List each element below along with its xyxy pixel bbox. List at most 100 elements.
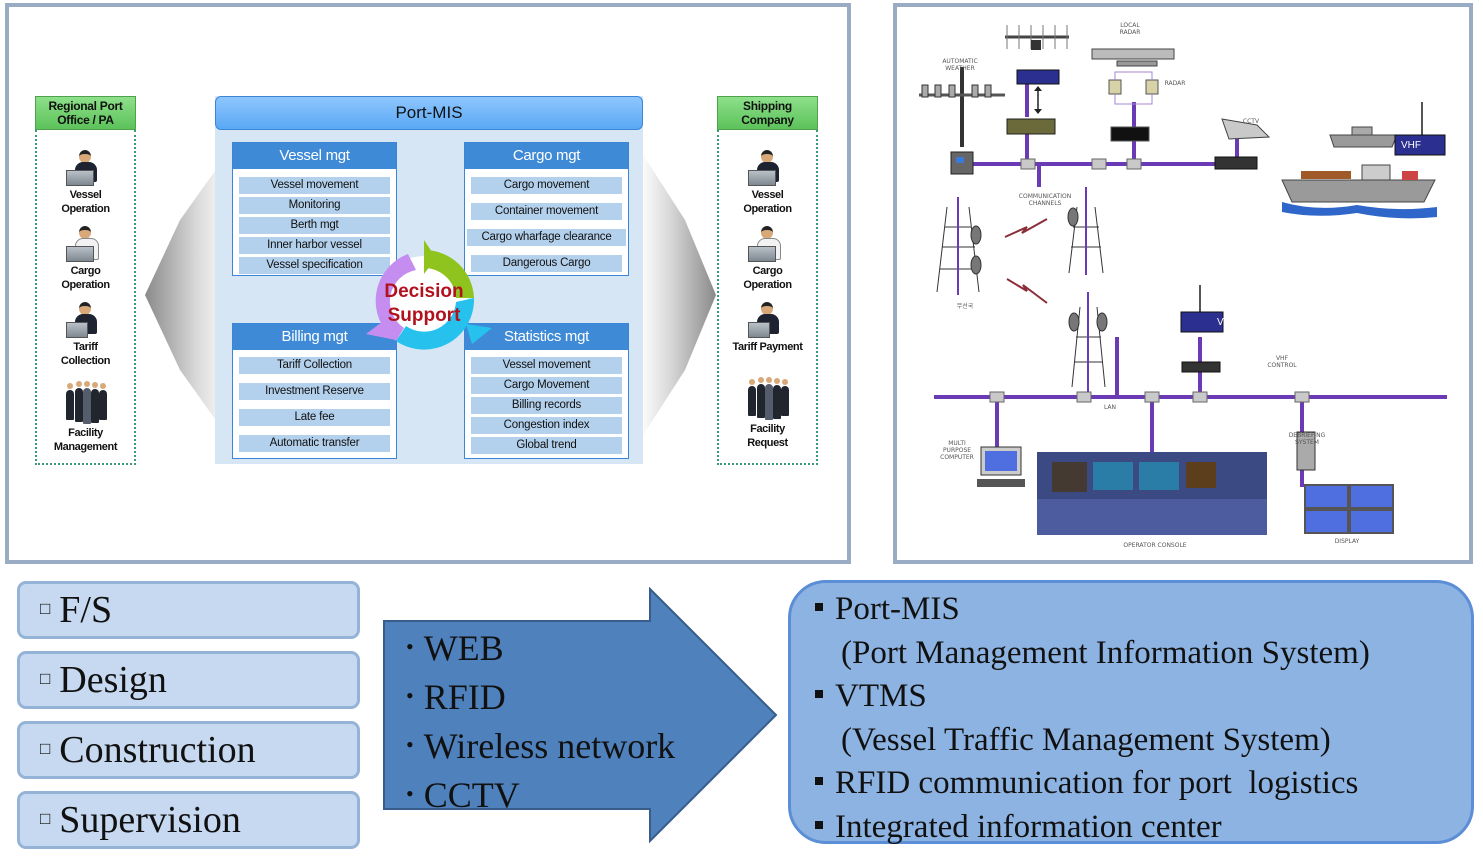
technology-item: • WEB: [406, 626, 675, 675]
technology-list: • WEB •RFID • Wireless network •CCTV: [406, 626, 675, 822]
module-item: Monitoring: [239, 197, 390, 214]
deliverables-box: Port-MIS (Port Management Information Sy…: [788, 580, 1474, 845]
technology-label: Wireless network: [423, 726, 676, 766]
module-title: Billing mgt: [233, 324, 396, 350]
person-phone-icon: [747, 302, 788, 338]
debriefing-system-label: DEBRIEFING SYSTEM: [1288, 432, 1326, 446]
wireless-link-icon: [1006, 278, 1048, 304]
person-phone-icon: [65, 302, 106, 338]
phase-box-design: □ Design: [17, 651, 360, 709]
support-label: Support: [387, 305, 461, 326]
square-bullet-icon: [815, 690, 823, 698]
module-item: Vessel specification: [239, 257, 390, 274]
module-title: Statistics mgt: [465, 324, 628, 350]
person-laptop-icon: [65, 226, 106, 262]
network-junction: [1091, 158, 1107, 170]
technology-item: •RFID: [406, 675, 675, 724]
right-gray-arrow: [640, 150, 716, 440]
deliverable-label: RFID communication for port logistics: [835, 765, 1359, 801]
left-gray-arrow: [145, 150, 230, 440]
network-junction: [989, 391, 1005, 403]
phase-box-construction: □ Construction: [17, 721, 360, 779]
regional-port-office-header: Regional Port Office / PA: [35, 96, 136, 130]
vtms-network-diagram: [919, 25, 1447, 535]
module-item: Inner harbor vessel: [239, 237, 390, 254]
module-item: Cargo wharfage clearance: [467, 229, 626, 246]
square-bullet-icon: □: [40, 599, 51, 619]
local-radar-icon: [1091, 48, 1175, 142]
phase-label: Design: [59, 659, 167, 701]
deliverable-item: RFID communication for port logistics: [815, 762, 1471, 806]
person-laptop-icon: [65, 150, 106, 186]
phase-box-supervision: □Supervision: [17, 791, 360, 849]
square-bullet-icon: □: [40, 809, 51, 829]
module-item: Investment Reserve: [239, 383, 390, 400]
team-group-icon: [64, 380, 108, 424]
module-title: Vessel mgt: [233, 143, 396, 169]
automatic-weather-label: AUTOMATIC WEATHER: [942, 58, 978, 72]
receiver-unit: [1006, 118, 1056, 135]
billing-mgt-module: Billing mgt Tariff Collection Investment…: [232, 323, 397, 459]
technology-item: •CCTV: [406, 773, 675, 822]
technology-arrow-shape: [383, 587, 778, 844]
cctv-label: CCTV: [1242, 118, 1260, 125]
port-mis-title: Port-MIS: [215, 96, 643, 130]
display-wall-icon: [1304, 484, 1394, 534]
deliverable-item: Port-MIS: [815, 588, 1471, 632]
small-ship-icon: [1329, 126, 1398, 148]
shipping-company-column: Vessel Operation Cargo Operation Tariff …: [717, 130, 818, 465]
role-label: Vessel Operation: [61, 189, 110, 215]
role-label: Tariff Payment: [732, 341, 803, 353]
regional-port-office-column: Vessel Operation Cargo Operation Tariff …: [35, 130, 136, 465]
tower-label: 무선국: [956, 303, 974, 310]
module-item: Cargo Movement: [471, 377, 622, 394]
role-label: Tariff Collection: [60, 341, 111, 367]
network-junction: [1020, 158, 1036, 170]
deliverable-label: Integrated information center: [835, 808, 1222, 845]
technology-label: WEB: [423, 628, 504, 668]
module-item: Vessel movement: [239, 177, 390, 194]
person-laptop-icon: [747, 150, 788, 186]
cargo-ship-icon: [1281, 164, 1437, 219]
decision-label: Decision: [384, 281, 464, 302]
square-bullet-icon: [815, 777, 823, 785]
vhf-df-unit: [1016, 69, 1060, 85]
deliverable-item: Integrated information center: [815, 806, 1471, 850]
role-label: Cargo Operation: [743, 265, 792, 291]
square-bullet-icon: □: [40, 739, 51, 759]
module-item: Billing records: [471, 397, 622, 414]
network-junction: [1126, 158, 1142, 170]
bullet-icon: •: [406, 634, 414, 659]
decision-support-label: Decision Support: [356, 280, 492, 328]
bullet-icon: •: [406, 732, 414, 757]
deliverable-subtitle: (Port Management Information System): [841, 634, 1370, 671]
vessel-mgt-module: Vessel mgt Vessel movement Monitoring Be…: [232, 142, 397, 276]
multi-purpose-computer-label: MULTI PURPOSE COMPUTER: [940, 440, 974, 461]
phase-box-fs: □F/S: [17, 581, 360, 639]
square-bullet-icon: [815, 820, 823, 829]
communication-channels-label: COMMUNICATION CHANNELS: [1018, 193, 1072, 207]
square-bullet-icon: □: [40, 669, 51, 689]
automatic-weather-station-icon: [919, 67, 1005, 175]
vhf-unit-ship: [1394, 102, 1446, 156]
module-item: Dangerous Cargo: [471, 255, 622, 272]
vhf-ship-label: VHF: [1401, 140, 1421, 151]
bullet-icon: •: [406, 683, 414, 708]
phase-label: Construction: [59, 729, 256, 771]
role-label: Facility Request: [747, 423, 788, 449]
square-bullet-icon: [815, 603, 823, 611]
decision-support-cycle-icon: [366, 240, 492, 350]
local-radar-label: LOCAL RADAR: [1119, 22, 1141, 36]
cctv-camera-icon: [1214, 118, 1271, 170]
network-junction: [1144, 391, 1160, 403]
module-item: Automatic transfer: [239, 435, 390, 452]
deliverable-subtitle: (Vessel Traffic Management System): [841, 721, 1331, 758]
statistics-mgt-module: Statistics mgt Vessel movement Cargo Mov…: [464, 323, 629, 459]
vhf-control-label: VHF CONTROL: [1267, 355, 1297, 369]
team-group-icon: [746, 376, 790, 420]
module-item: Container movement: [471, 203, 622, 220]
cargo-mgt-module: Cargo mgt Cargo movement Container movem…: [464, 142, 629, 276]
module-item: Late fee: [239, 409, 390, 426]
vhf-unit-shore: [1180, 311, 1224, 333]
display-label: DISPLAY: [1334, 538, 1360, 545]
